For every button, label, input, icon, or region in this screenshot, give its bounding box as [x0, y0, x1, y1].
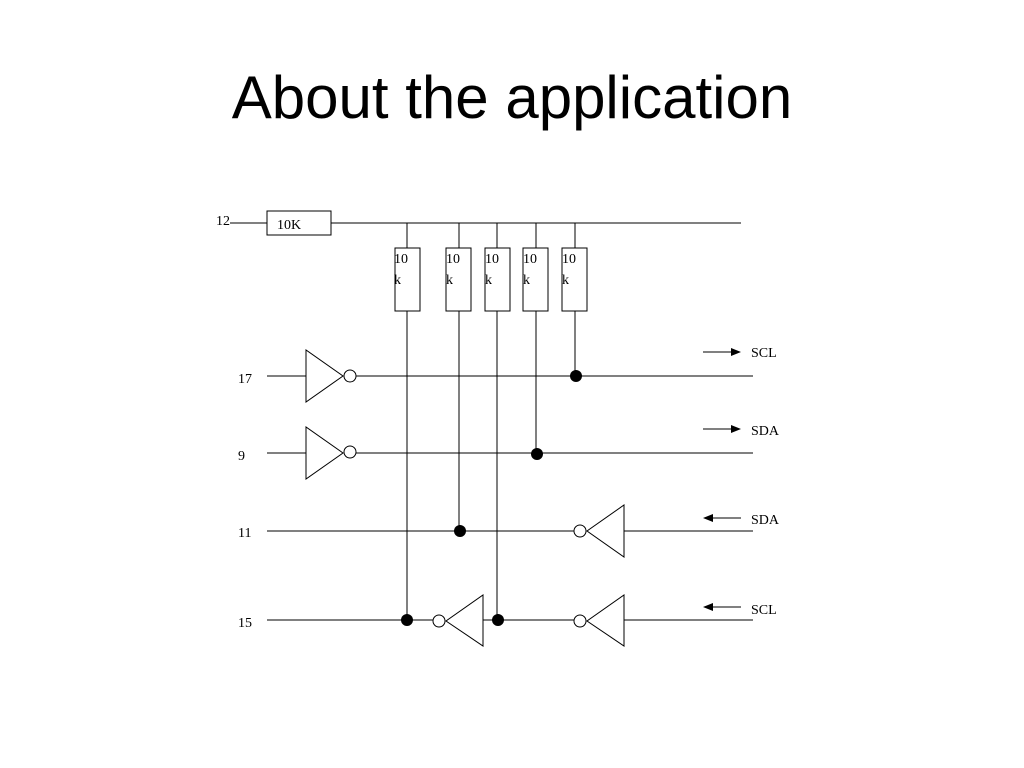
junction-sda-out: [531, 448, 543, 460]
inverter-pin-9-bubble: [343, 445, 357, 459]
pullup-resistor-3-unit: k: [485, 273, 492, 288]
pin-15-label: 15: [238, 616, 252, 631]
junction-scl-out: [570, 370, 582, 382]
pullup-resistor-1-value: 10: [394, 252, 408, 267]
pullup-resistor-2: 10 k: [445, 223, 472, 531]
pullup-resistor-2-value: 10: [446, 252, 460, 267]
series-resistor: [266, 210, 332, 236]
sda-out-label: SDA: [751, 424, 780, 439]
pullup-resistor-3-value: 10: [485, 252, 499, 267]
pullup-resistor-4: 10 k: [522, 223, 549, 453]
inverter-scl-in: [586, 594, 625, 647]
inverter-pin-11: [586, 504, 625, 558]
sda-in-label: SDA: [751, 513, 780, 528]
pullup-resistor-3: 10 k: [484, 223, 511, 620]
pullup-resistor-1-unit: k: [394, 273, 401, 288]
slide-title: About the application: [231, 64, 793, 131]
junction-scl-mid: [492, 614, 504, 626]
inverter-scl-in-bubble: [573, 614, 587, 628]
scl-in-label: SCL: [751, 603, 777, 618]
inverter-pin-17-bubble: [343, 369, 357, 383]
pullup-resistor-4-value: 10: [523, 252, 537, 267]
pin-12-label: 12: [216, 214, 230, 229]
inverter-pin-11-bubble: [573, 524, 587, 538]
arrow-right-icon: [703, 348, 741, 356]
arrow-left-icon: [703, 603, 741, 611]
pullup-resistor-4-unit: k: [523, 273, 530, 288]
pullup-resistor-5: 10 k: [561, 223, 588, 376]
inverter-pin-17: [305, 349, 344, 403]
pin-9-label: 9: [238, 449, 245, 464]
pin-17-label: 17: [238, 372, 252, 387]
arrow-right-icon: [703, 425, 741, 433]
junction-sda-in: [454, 525, 466, 537]
inverter-pin-15-bubble: [432, 614, 446, 628]
pullup-resistor-1: 10 k: [394, 223, 421, 620]
pullup-resistor-5-unit: k: [562, 273, 569, 288]
inverter-pin-9: [305, 426, 344, 480]
pullup-resistor-5-value: 10: [562, 252, 576, 267]
pin-11-label: 11: [238, 526, 251, 541]
inverter-pin-15: [445, 594, 484, 647]
series-resistor-label: 10K: [277, 218, 301, 233]
arrow-left-icon: [703, 514, 741, 522]
scl-out-label: SCL: [751, 346, 777, 361]
pullup-resistor-2-unit: k: [446, 273, 453, 288]
junction-pin-15: [401, 614, 413, 626]
